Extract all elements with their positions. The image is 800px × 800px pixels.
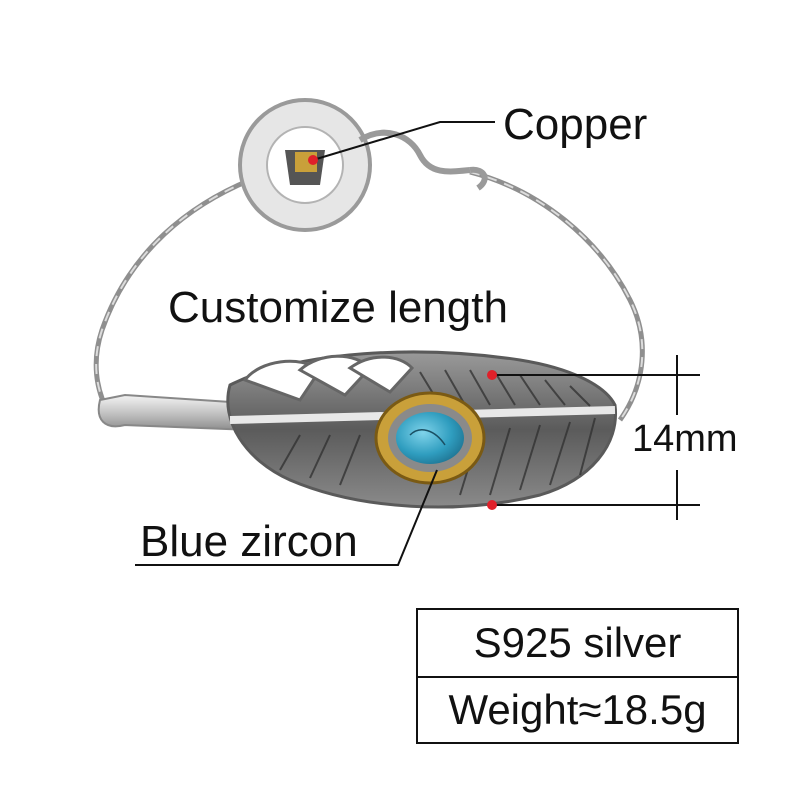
zircon-callout-line xyxy=(135,469,438,566)
customize-length-label: Customize length xyxy=(168,283,508,332)
copper-label: Copper xyxy=(503,100,648,149)
chain xyxy=(93,169,645,422)
blue-zircon-label: Blue zircon xyxy=(140,517,358,566)
spec-table: S925 silver Weight≈18.5g xyxy=(416,608,739,744)
clasp-hook xyxy=(358,129,488,191)
weight-spec: Weight≈18.5g xyxy=(448,686,707,733)
callout-lines xyxy=(135,121,700,566)
top-marker xyxy=(487,370,497,380)
size-label: 14mm xyxy=(632,418,738,460)
copper-marker xyxy=(308,155,318,165)
material-spec: S925 silver xyxy=(418,610,737,678)
blue-zircon-stone xyxy=(374,391,486,485)
clasp-disc xyxy=(238,98,372,232)
marker-dots xyxy=(308,155,497,510)
bottom-marker xyxy=(487,500,497,510)
copper-callout-line xyxy=(312,121,495,161)
